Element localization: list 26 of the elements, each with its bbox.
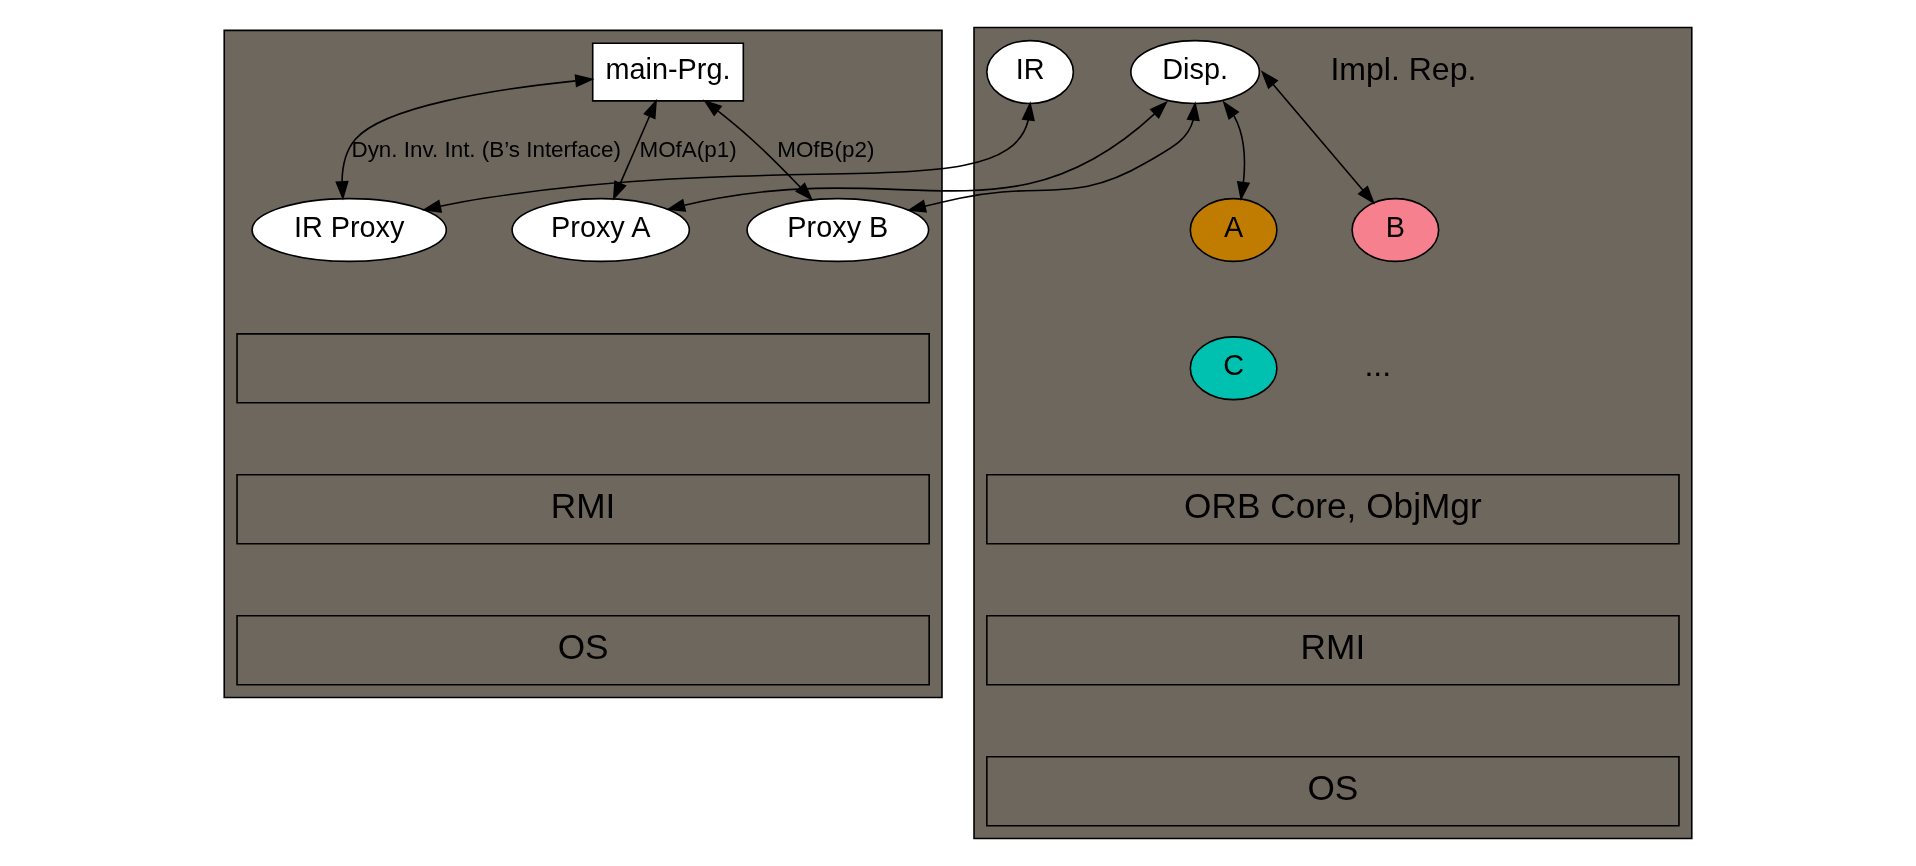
node-bar (236, 333, 930, 404)
node-ellipse: A (1189, 197, 1278, 263)
arrow (1222, 100, 1251, 201)
node-ellipse: B (1351, 197, 1440, 263)
arrow (666, 100, 1169, 212)
node-box: main-Prg. (591, 42, 745, 102)
label: ... (1364, 347, 1392, 384)
node-ellipse: IR (986, 39, 1075, 105)
arrow (906, 101, 1200, 213)
node-box: RMI (236, 474, 930, 545)
node-box: RMI (986, 615, 1680, 686)
arrow (335, 74, 595, 201)
arrow (612, 99, 657, 201)
node-box: ORB Core, ObjMgr (986, 474, 1680, 545)
edge-label: Dyn. Inv. Int. (B’s Interface) (351, 136, 621, 162)
node-box: OS (236, 615, 930, 686)
arrow (421, 101, 1035, 213)
arrow (1260, 70, 1376, 205)
label: Impl. Rep. (1330, 51, 1477, 88)
node-box: OS (986, 756, 1680, 827)
cluster (973, 26, 1693, 840)
edge-label: MOfA(p1) (639, 136, 737, 162)
edge-label: MOfB(p2) (777, 136, 875, 162)
cluster (223, 29, 943, 699)
node-ellipse: Disp. (1130, 39, 1261, 105)
node-ellipse: C (1189, 336, 1278, 401)
